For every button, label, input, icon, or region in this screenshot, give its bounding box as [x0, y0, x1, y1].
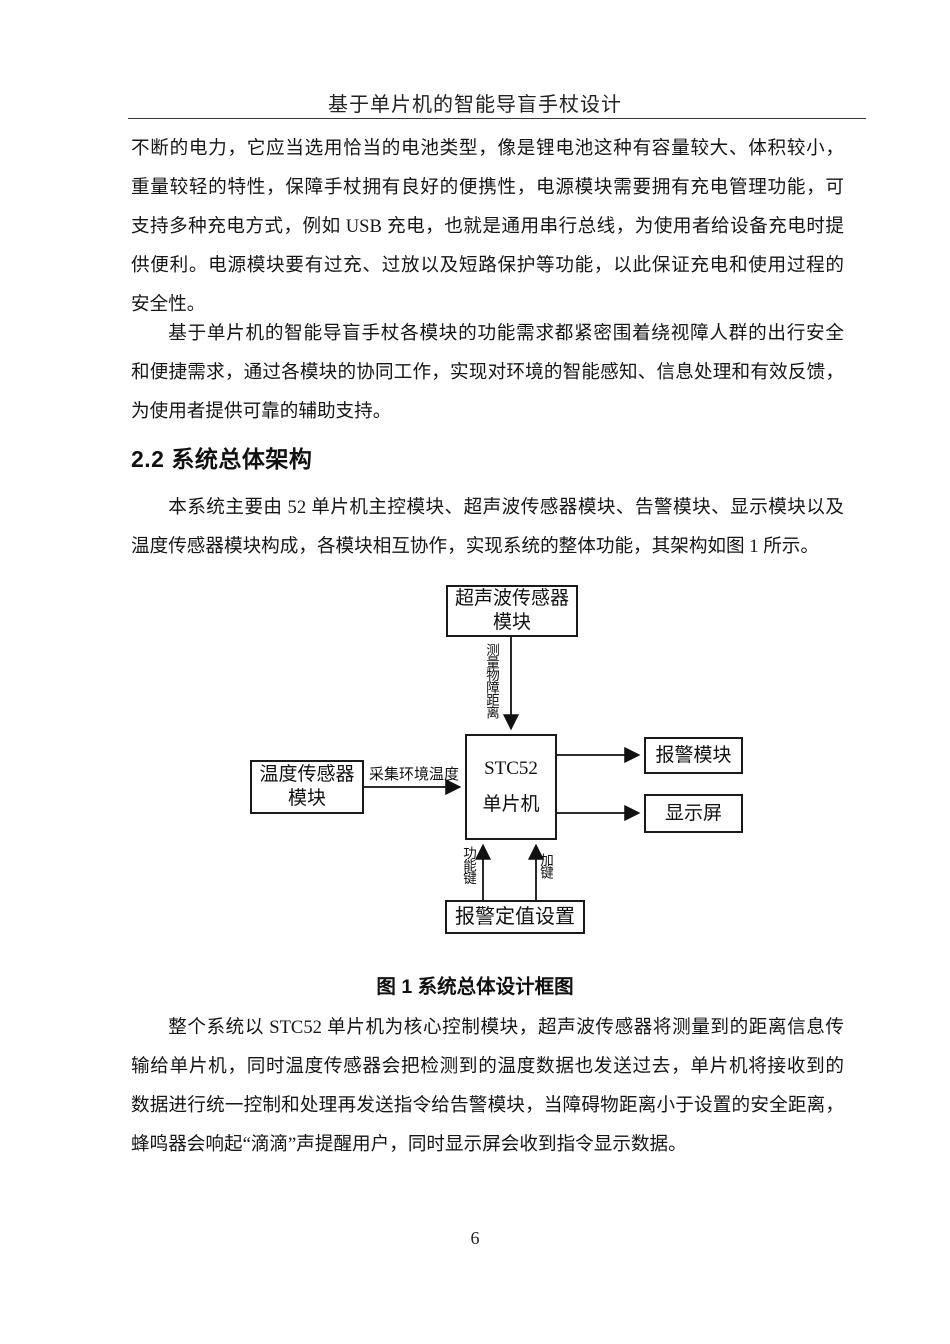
display-screen-box: 显示屏: [644, 794, 743, 833]
edge-label-measure-distance: 测量物障距离: [484, 643, 499, 718]
stc52-mcu-box: STC52 单片机: [465, 734, 557, 840]
paragraph-line: 蜂鸣器会响起“滴滴”声提醒用户，同时显示屏会收到指令显示数据。: [131, 1134, 687, 1155]
edge-label-add-key: 加键: [538, 853, 553, 878]
paragraph-line: 不断的电力，它应当选用恰当的电池类型，像是锂电池这种有容量较大、体积较小，: [131, 138, 844, 159]
paragraph-3: 本系统主要由 52 单片机主控模块、超声波传感器模块、告警模块、显示模块以及 温…: [131, 488, 844, 566]
paragraph-line: 温度传感器模块构成，各模块相互协作，实现系统的整体功能，其架构如图 1 所示。: [131, 536, 819, 557]
paragraph-line: 供便利。电源模块要有过充、过放以及短路保护等功能，以此保证充电和使用过程的: [131, 255, 844, 276]
header-title: 基于单片机的智能导盲手杖设计: [328, 94, 622, 116]
paragraph-line: 支持多种充电方式，例如 USB 充电，也就是通用串行总线，为使用者给设备充电时提: [131, 216, 844, 237]
mcu-label-line1: STC52: [484, 758, 538, 779]
paragraph-line: 安全性。: [131, 294, 206, 315]
paragraph-line: 基于单片机的智能导盲手杖各模块的功能需求都紧密围着绕视障人群的出行安全: [168, 323, 844, 344]
edge-label-function-key: 功能键: [461, 846, 476, 884]
paragraph-line: 数据进行统一控制和处理再发送指令给告警模块，当障碍物距离小于设置的安全距离，: [131, 1095, 844, 1116]
paragraph-line: 为使用者提供可靠的辅助支持。: [131, 401, 392, 422]
mcu-label-line2: 单片机: [482, 794, 540, 815]
paragraph-2: 基于单片机的智能导盲手杖各模块的功能需求都紧密围着绕视障人群的出行安全 和便捷需…: [131, 314, 844, 431]
paragraph-line: 输给单片机，同时温度传感器会把检测到的温度数据也发送过去，单片机将接收到的: [131, 1056, 844, 1077]
paragraph-line: 重量较轻的特性，保障手杖拥有良好的便携性，电源模块需要拥有充电管理功能，可: [131, 177, 844, 198]
paragraph-line: 整个系统以 STC52 单片机为核心控制模块，超声波传感器将测量到的距离信息传: [168, 1017, 844, 1038]
paragraph-4: 整个系统以 STC52 单片机为核心控制模块，超声波传感器将测量到的距离信息传 …: [131, 1008, 844, 1164]
header-rule: [128, 118, 866, 119]
figure-caption: 图 1 系统总体设计框图: [376, 976, 574, 998]
ultrasonic-sensor-module-box: 超声波传感器模块: [446, 585, 578, 637]
alarm-setpoint-box: 报警定值设置: [445, 900, 585, 934]
paragraph-line: 本系统主要由 52 单片机主控模块、超声波传感器模块、告警模块、显示模块以及: [168, 497, 844, 518]
temperature-sensor-module-box: 温度传感器模块: [250, 760, 364, 814]
edge-label-collect-temperature: 采集环境温度: [369, 767, 460, 783]
section-heading: 2.2 系统总体架构: [131, 446, 313, 472]
system-block-diagram: 超声波传感器模块 STC52 单片机 报警模块 显示屏 温度传感器模块 报警定值…: [133, 585, 845, 945]
alarm-module-box: 报警模块: [644, 737, 743, 774]
paragraph-line: 和便捷需求，通过各模块的协同工作，实现对环境的智能感知、信息处理和有效反馈，: [131, 362, 844, 383]
paragraph-1: 不断的电力，它应当选用恰当的电池类型，像是锂电池这种有容量较大、体积较小， 重量…: [131, 129, 844, 324]
diagram-arrows: [364, 637, 641, 900]
page-number: 6: [470, 1228, 480, 1248]
